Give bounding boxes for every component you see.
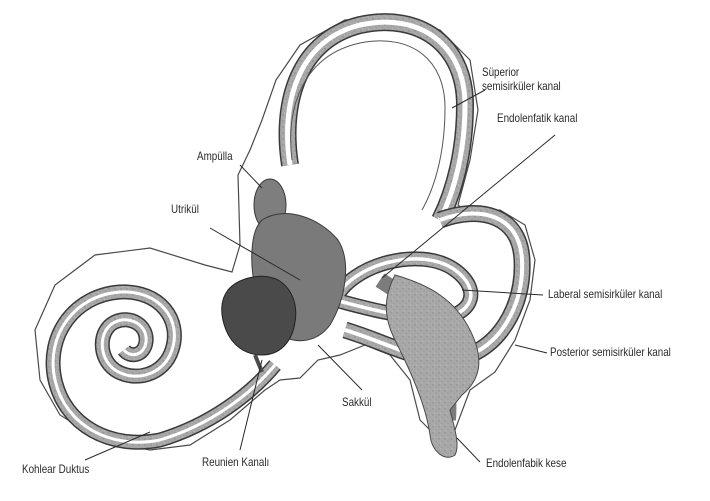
label-utricle: Utrikül [171,203,199,216]
label-superior-line2: semisirküler kanal [482,80,561,93]
leader-posterior [515,345,547,353]
leader-endolymphatic-sac [457,438,480,462]
label-superior-line1: Süperior [482,66,519,79]
label-saccule: Sakkül [342,396,372,409]
label-cochlear-duct: Kohlear Duktus [22,463,89,476]
label-endolymphatic-sac: Endolenfabik kese [486,457,566,470]
label-ampulla: Ampülla [197,150,233,163]
label-posterior-canal: Posterior semisirküler kanal [550,346,671,359]
label-endolymphatic-duct: Endolenfatik kanal [497,112,577,125]
label-reunien-canal: Reunien Kanalı [202,456,269,469]
label-lateral-canal: Laberal semisirküler kanal [548,288,662,301]
